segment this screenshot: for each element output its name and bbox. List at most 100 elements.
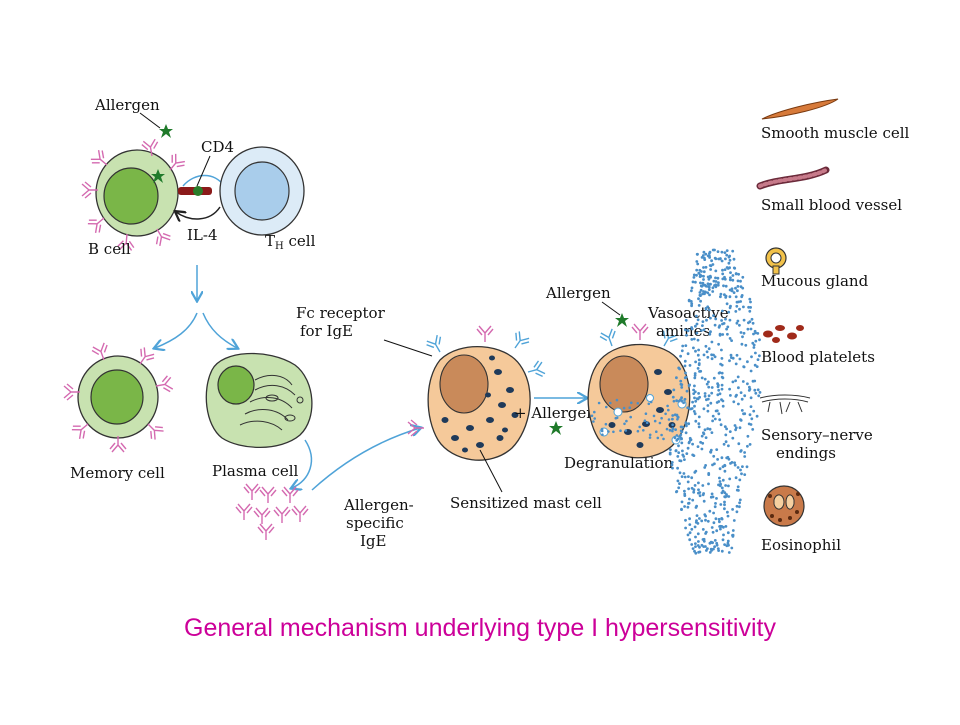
- mediator-dot: [697, 358, 701, 362]
- mediator-dot: [724, 525, 728, 528]
- mediator-dot: [724, 317, 727, 321]
- mediator-dot: [714, 276, 717, 280]
- mediator-dot: [745, 465, 749, 469]
- mediator-dot: [713, 545, 716, 549]
- arrow-to-plasma: [202, 312, 237, 348]
- label-cd4: CD4: [201, 138, 234, 156]
- mediator-dot: [677, 444, 680, 448]
- label-allergen-specific-2: specific: [346, 514, 404, 532]
- mediator-dot: [728, 318, 732, 322]
- mediator-dot: [719, 503, 723, 506]
- mediator-dot: [636, 429, 640, 433]
- mediator-dot: [690, 326, 693, 329]
- mediator-dot: [696, 318, 700, 322]
- mediator-dot: [742, 305, 745, 309]
- mediator-dot: [671, 423, 674, 427]
- mediator-dot: [742, 331, 746, 335]
- mediator-dot: [686, 505, 690, 509]
- mediator-dot: [738, 426, 742, 430]
- mediator-dot: [709, 330, 712, 334]
- mediator-dot: [694, 360, 697, 364]
- mediator-dot: [720, 363, 724, 367]
- mediator-dot: [717, 281, 720, 285]
- mediator-dot: [724, 484, 727, 487]
- label-allergen-specific-1: Allergen-: [343, 496, 414, 514]
- mediator-dot: [709, 401, 713, 405]
- mediator-dot: [692, 490, 696, 494]
- mediator-dot: [713, 505, 717, 509]
- mediator-dot: [738, 307, 741, 311]
- mediator-dot: [700, 434, 704, 438]
- mediator-dot: [704, 344, 708, 348]
- mediator-dot: [710, 353, 713, 357]
- mediator-dot: [725, 253, 729, 257]
- mediator-dot: [703, 428, 707, 432]
- small-blood-vessel-icon: [756, 166, 830, 190]
- mediator-dot: [671, 414, 675, 417]
- label-vasoactive-1: Vasoactive: [647, 304, 729, 322]
- mediator-dot: [680, 441, 684, 445]
- mediator-dot: [707, 277, 711, 281]
- cd4-receptor: [178, 174, 225, 196]
- mediator-dot: [744, 343, 748, 347]
- mediator-dot: [736, 485, 740, 489]
- mediator-dot: [723, 495, 727, 499]
- mediator-dot: [655, 430, 658, 434]
- mediator-dot: [723, 425, 727, 428]
- mediator-dot: [742, 365, 746, 368]
- mediator-dot: [702, 537, 706, 541]
- mediator-dot: [688, 523, 692, 526]
- mediator-dot: [724, 433, 728, 437]
- mediator-dot: [678, 482, 681, 485]
- mediator-dot: [720, 319, 723, 322]
- mediator-dot: [701, 292, 704, 296]
- mediator-dot: [757, 394, 761, 398]
- mediator-dot: [644, 412, 648, 416]
- mediator-dot: [625, 419, 628, 423]
- mediator-dot: [597, 401, 601, 405]
- mediator-dot: [698, 491, 702, 494]
- mediator-dot: [679, 379, 683, 383]
- mediator-dot: [738, 478, 742, 482]
- mediator-dot: [717, 517, 721, 521]
- mediator-dot: [680, 383, 684, 386]
- mediator-dot: [751, 428, 755, 431]
- mediator-dot: [706, 409, 710, 413]
- mediator-dot: [720, 348, 723, 352]
- mediator-dot: [607, 430, 610, 433]
- mediator-dot: [749, 306, 752, 309]
- mediator-dot: [643, 419, 647, 423]
- mediator-dot: [731, 436, 735, 440]
- th-cell: [219, 146, 305, 236]
- mediator-dot: [718, 332, 722, 336]
- mediator-dot: [630, 401, 633, 405]
- mediator-dot: [693, 390, 697, 394]
- mediator-dot: [660, 433, 663, 437]
- mediator-dot: [728, 430, 732, 433]
- mediator-dot: [684, 375, 688, 379]
- mediator-dot: [750, 317, 754, 321]
- mediator-dot: [747, 389, 751, 392]
- mediator-dot: [727, 261, 731, 265]
- mediator-dot: [725, 544, 729, 548]
- mediator-dot: [699, 288, 703, 292]
- mediator-dot: [707, 482, 710, 486]
- mediator-dot: [748, 385, 751, 389]
- mediator-dot: [684, 371, 687, 375]
- mediator-dot: [736, 375, 740, 379]
- mediator-dot: [737, 442, 741, 446]
- mediator-dot: [703, 466, 707, 469]
- mediator-dot: [697, 481, 700, 485]
- mediator-dot: [697, 304, 701, 307]
- mediator-dot: [671, 429, 674, 433]
- mediator-dot: [736, 285, 740, 288]
- mediator-dot: [692, 388, 695, 392]
- mediator-dot: [735, 304, 739, 308]
- mediator-dot: [699, 294, 702, 297]
- mediator-dot: [629, 415, 632, 419]
- mediator-dot: [725, 302, 729, 306]
- mediator-dot: [679, 425, 683, 429]
- mediator-dot: [656, 436, 660, 440]
- mediator-dot: [746, 434, 750, 438]
- mediator-dot: [648, 433, 652, 437]
